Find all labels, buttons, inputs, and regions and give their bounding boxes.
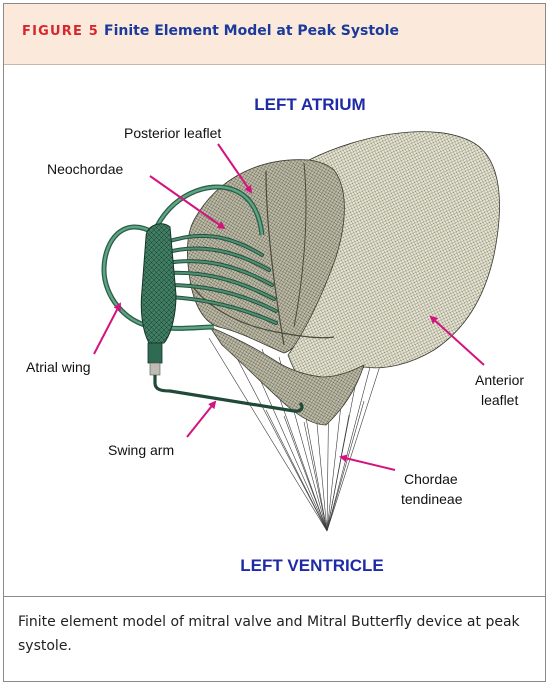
device-hub [141, 224, 176, 343]
swing-arm-arrow [187, 402, 215, 437]
figure-image-area: LEFT ATRIUM LEFT VENTRICLE Posterior lea… [4, 65, 545, 597]
anterior-leaflet-label-line2: leaflet [481, 392, 518, 408]
swing-arm-label: Swing arm [108, 442, 174, 458]
neochordae-label: Neochordae [47, 161, 123, 177]
left-atrium-label: LEFT ATRIUM [254, 95, 365, 114]
device-connector [150, 363, 160, 375]
chordae-tendineae-label-line2: tendineae [401, 491, 463, 507]
figure-number: FIGURE 5 [22, 24, 99, 39]
anterior-leaflet-label-line1: Anterior [475, 372, 524, 388]
figure-title: Finite Element Model at Peak Systole [104, 23, 399, 39]
figure-panel: FIGURE 5 Finite Element Model at Peak Sy… [3, 3, 546, 682]
mitral-valve-model-diagram: LEFT ATRIUM LEFT VENTRICLE Posterior lea… [4, 65, 545, 596]
chordae-tendineae-arrow [341, 457, 395, 470]
posterior-leaflet-label: Posterior leaflet [124, 125, 221, 141]
chordae-tendineae-label-line1: Chordae [404, 471, 458, 487]
atrial-wing-label: Atrial wing [26, 359, 91, 375]
left-ventricle-label: LEFT VENTRICLE [240, 556, 384, 575]
figure-header: FIGURE 5 Finite Element Model at Peak Sy… [4, 4, 545, 65]
device-collar [148, 343, 162, 363]
figure-caption: Finite element model of mitral valve and… [18, 610, 528, 658]
atrial-wing-arrow [94, 304, 120, 354]
